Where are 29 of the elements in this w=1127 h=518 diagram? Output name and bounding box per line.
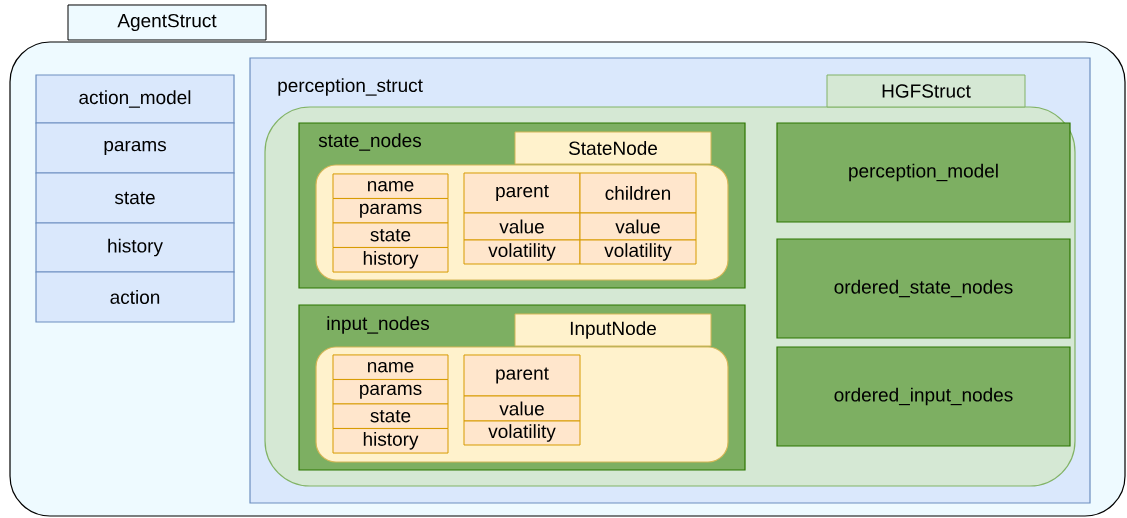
field-cell: state: [332, 222, 449, 248]
node-label: StateNode: [568, 141, 658, 155]
field-cell: params: [332, 198, 449, 224]
field-cell: action: [35, 271, 235, 323]
field-cell: state: [332, 403, 449, 429]
field-cell: history: [332, 247, 449, 273]
field-cell: volatility: [463, 239, 581, 265]
node-label: HGFStruct: [882, 84, 971, 98]
field-cell: params: [332, 379, 449, 405]
field-cell: params: [35, 122, 235, 174]
field-cell: children: [579, 172, 697, 214]
field-cell: value: [463, 212, 581, 241]
field-box: ordered_input_nodes: [776, 346, 1071, 447]
field-cell: history: [332, 428, 449, 454]
field-cell: history: [35, 222, 235, 273]
field-cell: name: [332, 173, 449, 199]
node-label: AgentStruct: [117, 13, 217, 32]
field-box: perception_model: [776, 122, 1071, 223]
field-cell: name: [332, 354, 449, 380]
field-cell: volatility: [579, 239, 697, 265]
field-cell: parent: [463, 354, 581, 397]
field-cell: value: [463, 395, 581, 422]
field-cell: value: [579, 212, 697, 241]
field-box: ordered_state_nodes: [776, 238, 1071, 339]
field-cell: state: [35, 172, 235, 224]
field-cell: parent: [463, 172, 581, 214]
node-label: InputNode: [570, 321, 656, 339]
field-cell: action_model: [35, 74, 235, 124]
field-cell: volatility: [463, 420, 581, 446]
